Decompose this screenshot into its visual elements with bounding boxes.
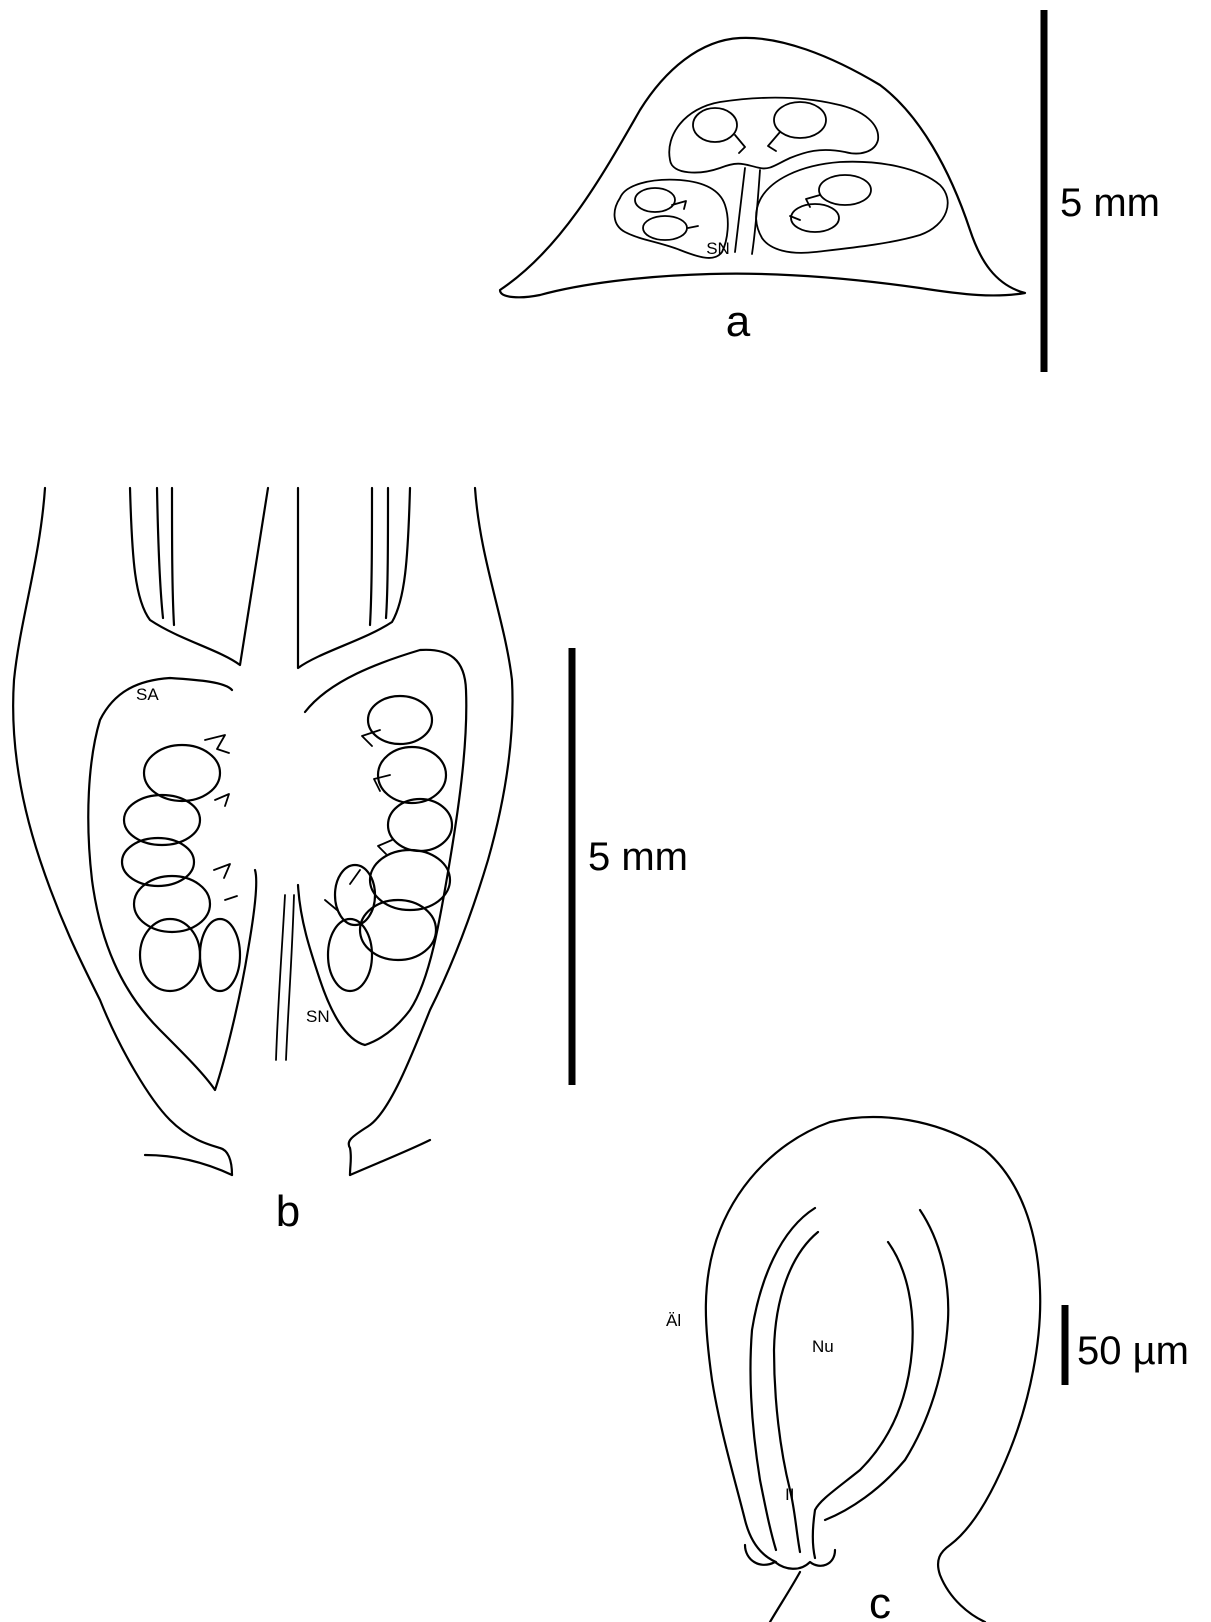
- panel-b-drawing: [13, 488, 512, 1175]
- panel-a-septum: [735, 168, 760, 254]
- panel-c-label-ii: II: [785, 1485, 794, 1504]
- panel-c-letter: c: [869, 1579, 891, 1622]
- panel-b-ovule: [368, 696, 432, 744]
- panel-a-drawing: [500, 38, 1025, 297]
- panel-a-ovule: [819, 175, 871, 205]
- panel-c-funiculus: [770, 1572, 800, 1622]
- panel-b-ovule: [200, 919, 240, 991]
- panel-b-letter: b: [276, 1187, 300, 1236]
- panel-b-label-sa: SA: [136, 685, 159, 704]
- panel-c-outer-integument: [706, 1117, 1040, 1622]
- panel-b-ovule: [335, 865, 375, 925]
- panel-c-label-ai: Äl: [666, 1311, 681, 1330]
- panel-a-funiculus: [672, 132, 820, 228]
- panel-a-ovule: [643, 216, 687, 240]
- panel-b-label-sn: SN: [306, 1007, 330, 1026]
- panel-a-ovule: [774, 102, 826, 138]
- panel-a-ovule: [635, 188, 675, 212]
- panel-a: SN a 5 mm: [500, 10, 1160, 372]
- panel-c-outer-integument-inner-left: [750, 1208, 815, 1550]
- panel-a-ovule: [693, 108, 737, 142]
- panel-b-outer-wall-right: [349, 488, 513, 1175]
- panel-c-outer-integument-inner-right: [825, 1210, 948, 1520]
- panel-c-inner-integument-left: [774, 1232, 818, 1552]
- panel-a-letter: a: [726, 297, 751, 346]
- panel-c-label-nu: Nu: [812, 1337, 834, 1356]
- panel-b-style-right: [298, 488, 410, 668]
- panel-c-inner-integument-right: [813, 1242, 913, 1558]
- panel-b-ovule: [388, 799, 452, 851]
- panel-b-style-inner-right: [370, 488, 388, 625]
- panel-a-ovule: [791, 204, 839, 232]
- panel-c-drawing: [706, 1117, 1040, 1622]
- panel-a-scale-label: 5 mm: [1060, 181, 1160, 225]
- panel-c-scale-label: 50 µm: [1077, 1329, 1189, 1373]
- panel-b-scale-label: 5 mm: [588, 835, 688, 879]
- panel-b-ovule: [140, 919, 200, 991]
- panel-a-label-sn: SN: [706, 239, 730, 258]
- panel-b: SA SN b 5 mm: [13, 488, 688, 1236]
- panel-b-ovule: [328, 919, 372, 991]
- panel-b-septum: [276, 895, 294, 1060]
- panel-b-style-inner-left: [157, 488, 174, 625]
- panel-b-base: [145, 1140, 430, 1175]
- panel-b-ovule: [144, 745, 220, 801]
- panel-c: Äl Nu II c 50 µm: [666, 1117, 1189, 1622]
- panel-b-style-left: [130, 488, 268, 665]
- panel-b-funiculus: [205, 730, 392, 910]
